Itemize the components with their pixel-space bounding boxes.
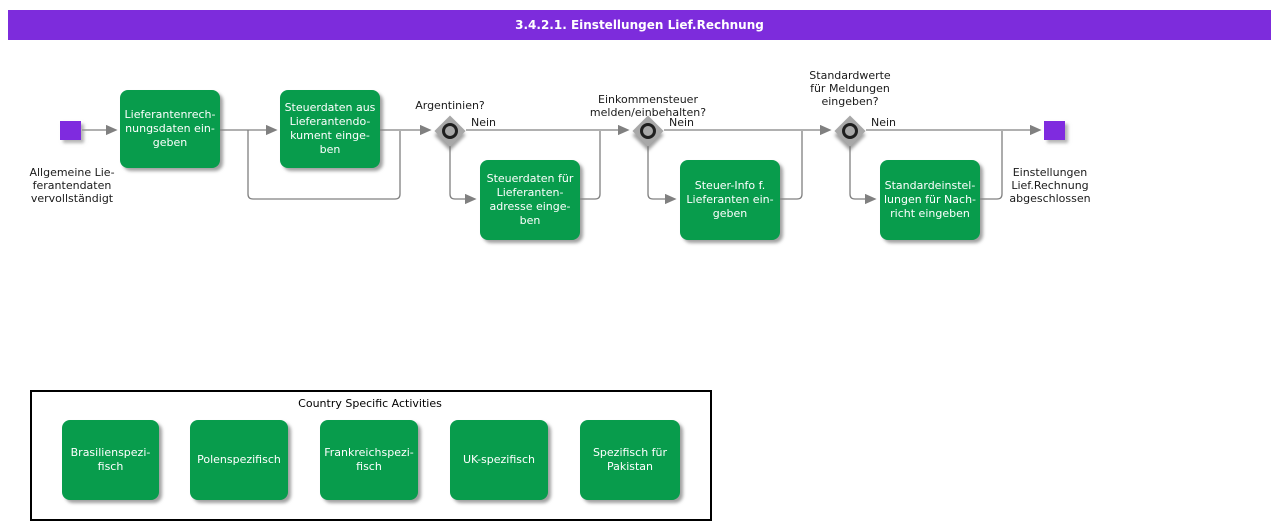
start-event bbox=[60, 121, 81, 140]
diagram-title: 3.4.2.1. Einstellungen Lief.Rechnung bbox=[515, 18, 764, 32]
connector-activity5-merge bbox=[980, 131, 1003, 200]
connector-gateway2-down bbox=[647, 146, 677, 205]
activity-steuerdaten-lieferantenadresse[interactable]: Steuerdaten für Lieferanten- adresse ein… bbox=[480, 160, 580, 240]
activity-spezifisch-pakistan[interactable]: Spezifisch für Pakistan bbox=[580, 420, 680, 500]
end-event-label: Einstellungen Lief.Rechnung abgeschlosse… bbox=[1009, 166, 1091, 205]
gateway-standardwerte-question: Standardwerte für Meldungen eingeben? bbox=[809, 69, 891, 108]
connector-bypass-activity2 bbox=[247, 130, 401, 200]
connector-gateway1-down bbox=[449, 146, 477, 205]
activity-steuerdaten-lieferantendokument[interactable]: Steuerdaten aus Lieferantendo- kument ei… bbox=[280, 90, 380, 168]
activity-standardeinstellungen-nachricht[interactable]: Standardeinstel- lungen für Nach- richt … bbox=[880, 160, 980, 240]
gateway-standardwerte-no-label: Nein bbox=[871, 116, 897, 129]
activity-frankreichspezifisch[interactable]: Frankreichspezi- fisch bbox=[320, 420, 418, 500]
diagram-title-bar: 3.4.2.1. Einstellungen Lief.Rechnung bbox=[8, 10, 1271, 40]
gateway-einkommensteuer-no-label: Nein bbox=[669, 116, 695, 129]
connector-activity3-merge bbox=[580, 131, 601, 200]
activity-brasilienspezifisch[interactable]: Brasilienspezi- fisch bbox=[62, 420, 159, 500]
activity-uk-spezifisch[interactable]: UK-spezifisch bbox=[450, 420, 548, 500]
end-event bbox=[1044, 121, 1065, 140]
country-activities-title: Country Specific Activities bbox=[298, 397, 442, 410]
gateway-argentinien-no-label: Nein bbox=[471, 116, 497, 129]
gateway-standardwerte-circle-icon bbox=[842, 123, 858, 139]
connector-gateway3-down bbox=[849, 146, 877, 205]
activity-steuer-info-lieferanten[interactable]: Steuer-Info f. Lieferanten ein- geben bbox=[680, 160, 780, 240]
connector-activity4-merge bbox=[780, 131, 803, 200]
activity-polenspezifisch[interactable]: Polenspezifisch bbox=[190, 420, 288, 500]
gateway-einkommensteuer-circle-icon bbox=[640, 123, 656, 139]
start-event-label: Allgemeine Lie- ferantendaten vervollstä… bbox=[29, 166, 115, 205]
gateway-argentinien-question: Argentinien? bbox=[415, 99, 485, 112]
activity-lieferantenrechnungsdaten-eingeben[interactable]: Lieferantenrech- nungsdaten ein- geben bbox=[120, 90, 220, 168]
gateway-argentinien-circle-icon bbox=[442, 123, 458, 139]
gateway-einkommensteuer-question: Einkommensteuer melden/einbehalten? bbox=[589, 93, 707, 119]
